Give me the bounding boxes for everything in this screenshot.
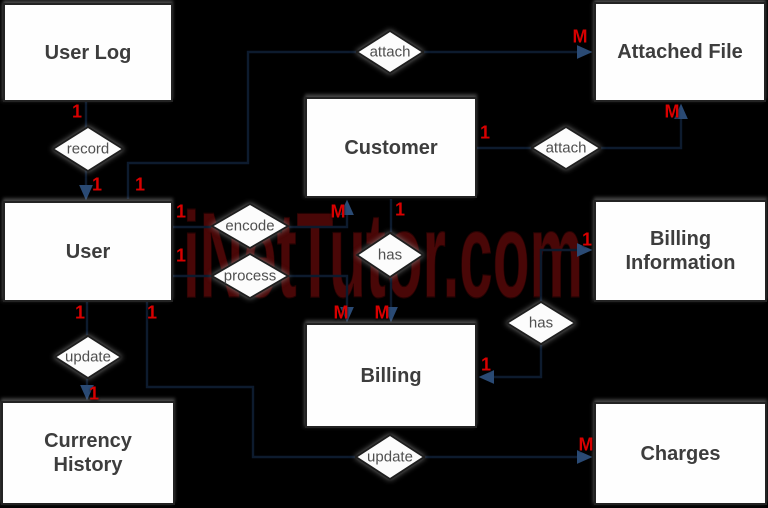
cardinality-label: M	[330, 201, 346, 222]
relationship-label-has-right: has	[528, 314, 554, 332]
entity-billing: Billing	[305, 323, 477, 428]
entity-charges: Charges	[594, 402, 767, 505]
connector-has-billinginfo	[539, 243, 593, 301]
cardinality-label: 1	[134, 174, 146, 195]
cardinality-label: 1	[581, 229, 593, 250]
entity-user: User	[3, 201, 173, 302]
relationship-label-encode: encode	[225, 217, 275, 235]
diamond-update-bottom	[354, 433, 426, 481]
diamond-attach-top	[355, 29, 425, 75]
relationship-label-process: process	[223, 267, 277, 285]
entity-billing-information: Billing Information	[594, 200, 767, 302]
cardinality-label: 1	[91, 174, 103, 195]
diamond-encode	[210, 202, 290, 250]
diamond-update-left	[53, 334, 123, 380]
relationship-label-update-bottom: update	[367, 448, 413, 466]
diamond-has-right	[505, 300, 577, 346]
entity-user-log: User Log	[3, 3, 173, 102]
connector-user-attach	[126, 50, 356, 199]
connector-attach-attachedfile-bottom	[601, 103, 688, 150]
connector-process-billing	[289, 274, 354, 323]
diamond-process	[210, 252, 290, 300]
cardinality-label: 1	[394, 199, 406, 220]
connector-has-billing-right	[478, 345, 543, 384]
diamond-attach-right	[530, 125, 602, 171]
cardinality-label: 1	[74, 302, 86, 323]
entity-attached-file: Attached File	[594, 2, 766, 102]
cardinality-label: 1	[146, 302, 158, 323]
cardinality-label: M	[664, 101, 680, 122]
connector-user-update-charges	[145, 302, 355, 459]
connector-encode-customer	[289, 199, 354, 229]
entity-customer: Customer	[305, 97, 477, 198]
cardinality-label: 1	[479, 122, 491, 143]
relationship-label-attach-top: attach	[369, 43, 411, 61]
cardinality-label: M	[333, 302, 349, 323]
cardinality-label: M	[572, 26, 588, 47]
relationship-label-record: record	[66, 140, 110, 158]
cardinality-label: 1	[480, 354, 492, 375]
relationship-label-has-center: has	[377, 246, 403, 264]
diamond-has-center	[355, 231, 425, 279]
relationship-label-attach-right: attach	[545, 139, 587, 157]
diamond-record	[51, 125, 125, 173]
cardinality-label: M	[374, 302, 390, 323]
entity-currency-history: Currency History	[1, 401, 175, 505]
cardinality-label: 1	[175, 201, 187, 222]
relationship-label-update-left: update	[65, 348, 111, 366]
cardinality-label: 1	[71, 101, 83, 122]
cardinality-label: 1	[88, 383, 100, 404]
cardinality-label: M	[578, 434, 594, 455]
cardinality-label: 1	[175, 245, 187, 266]
